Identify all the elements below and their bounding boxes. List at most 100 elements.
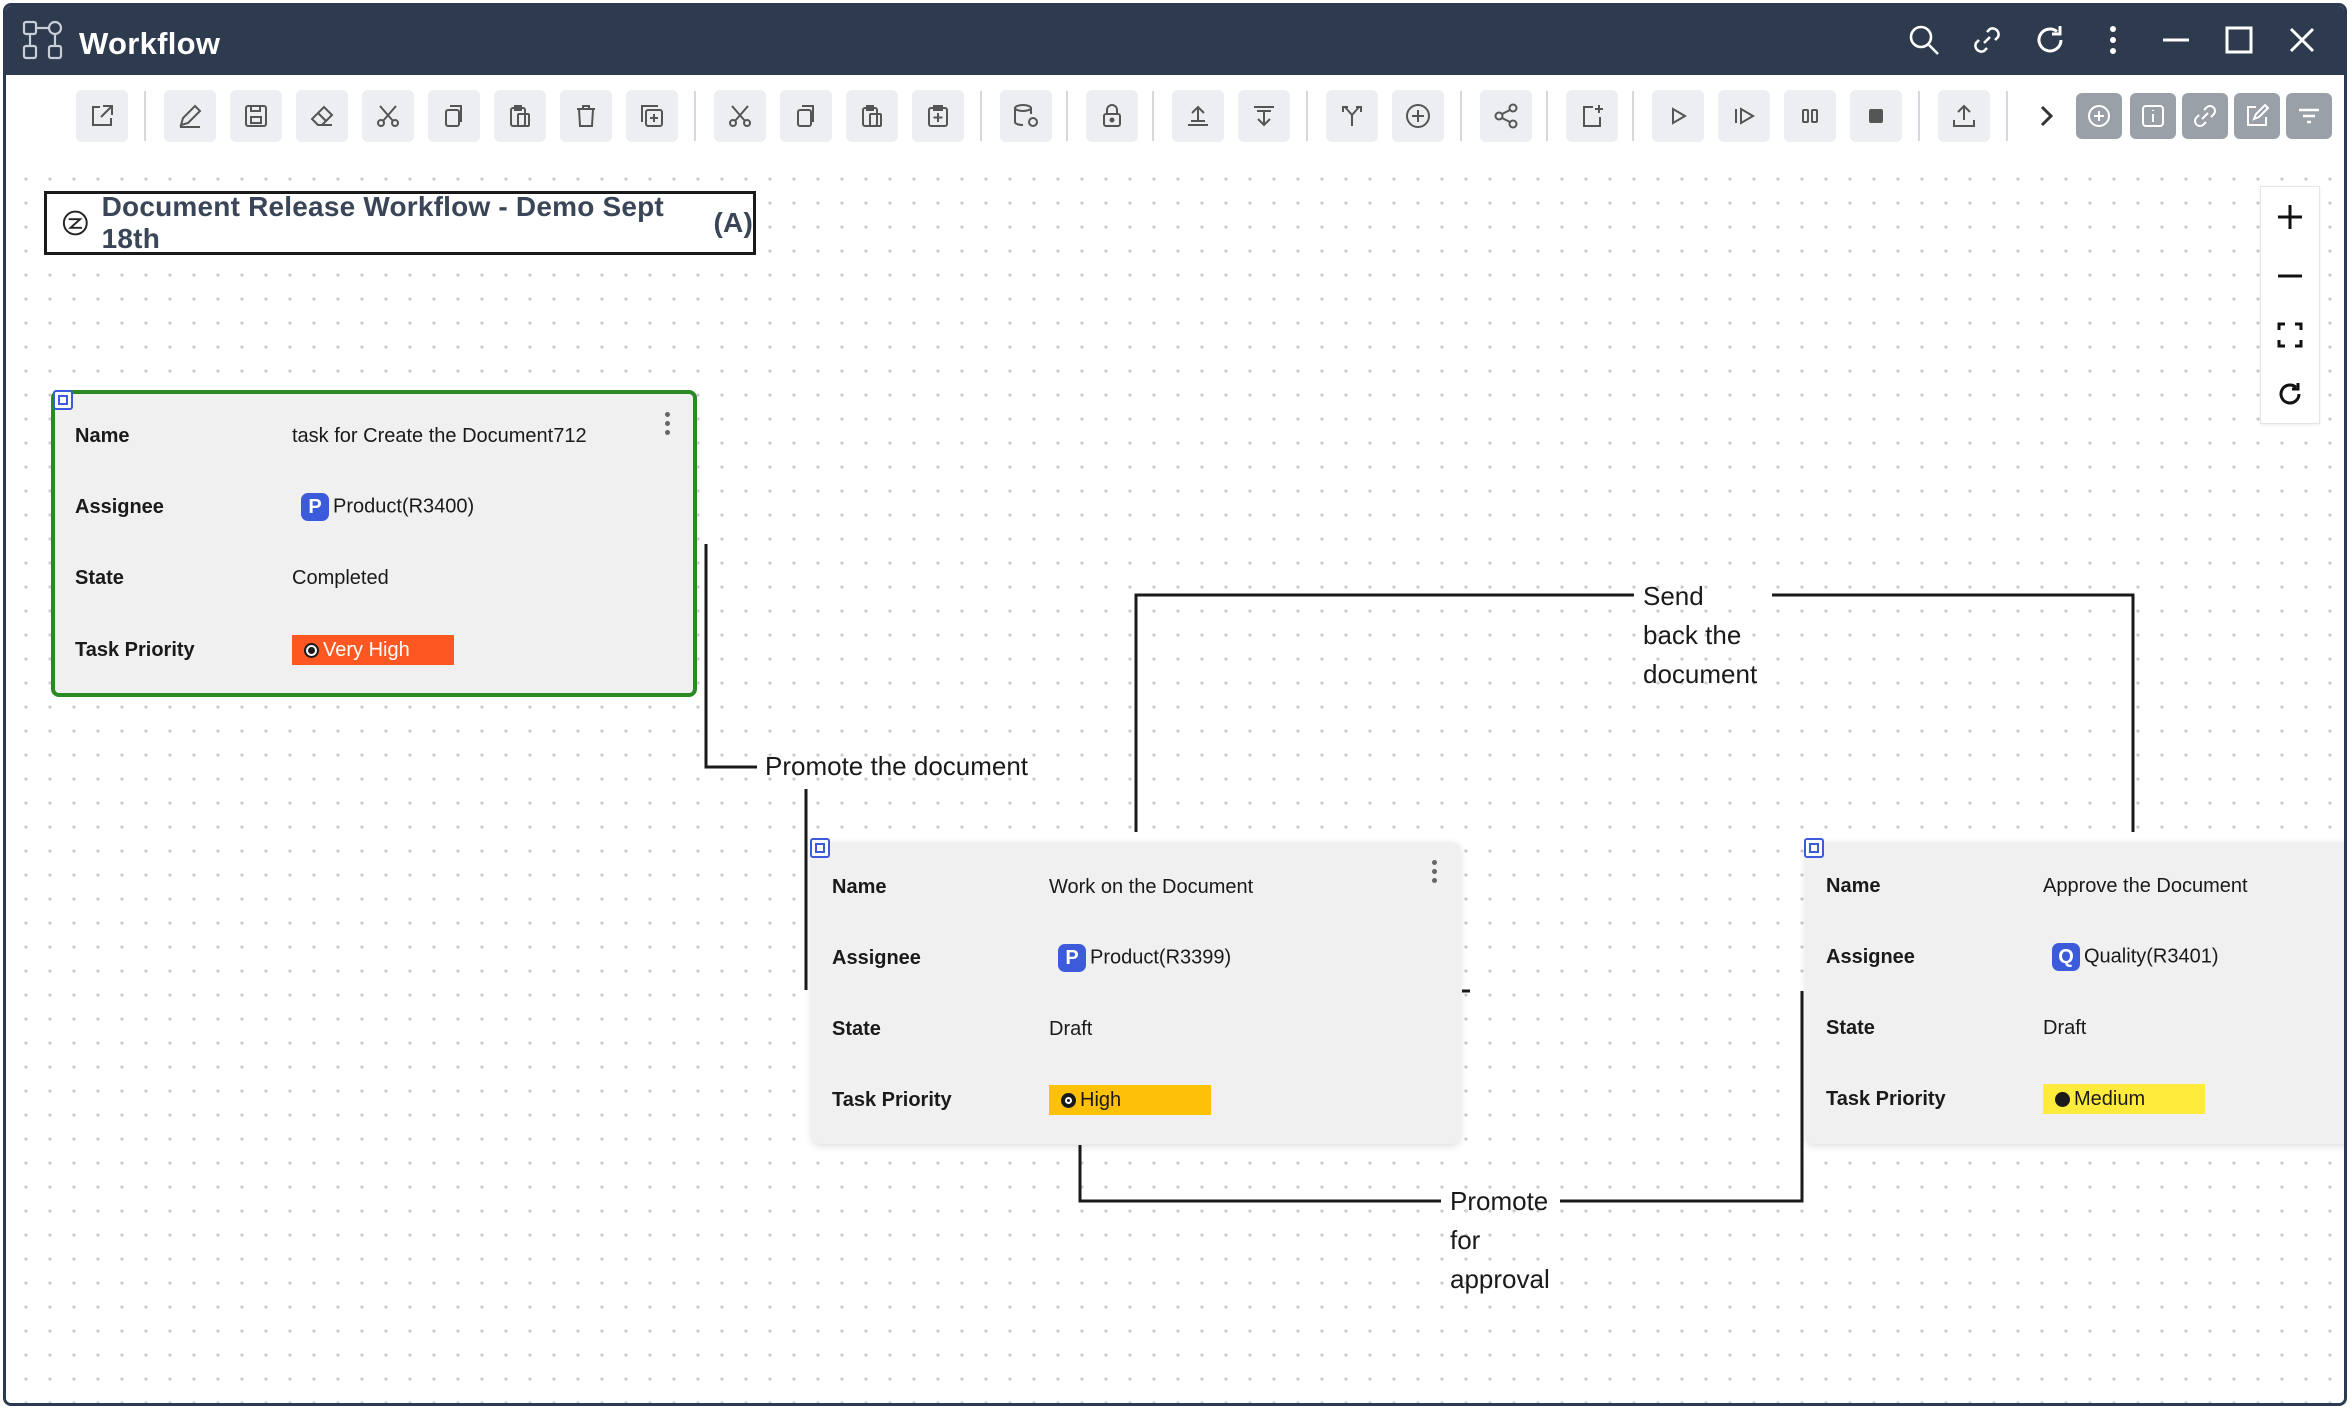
workflow-title: Document Release Workflow - Demo Sept 18… xyxy=(101,191,664,254)
priority-icon xyxy=(304,642,319,658)
node-state: Draft xyxy=(1049,1017,1093,1040)
toolbar xyxy=(6,75,2344,158)
node-checkbox[interactable] xyxy=(53,390,73,410)
assignee-name: Quality(R3401) xyxy=(2084,945,2219,968)
filter-icon[interactable] xyxy=(2286,93,2332,139)
cut-icon[interactable] xyxy=(362,90,414,142)
maximize-icon[interactable] xyxy=(2217,18,2261,62)
minimize-icon[interactable] xyxy=(2154,18,2198,62)
field-label: Assignee xyxy=(75,495,164,518)
close-icon[interactable] xyxy=(2280,18,2324,62)
save-icon[interactable] xyxy=(230,90,282,142)
branch-icon[interactable] xyxy=(1326,90,1378,142)
clipboard-add-icon[interactable] xyxy=(912,90,964,142)
workflow-logo-icon xyxy=(62,210,88,236)
copy-node-icon[interactable] xyxy=(780,90,832,142)
priority-badge: Medium xyxy=(2043,1084,2205,1114)
chevron-right-icon[interactable] xyxy=(2020,90,2072,142)
add-circle-icon[interactable] xyxy=(1392,90,1444,142)
priority-icon xyxy=(1061,1092,1076,1108)
edge-promote-approval xyxy=(1078,991,1804,1203)
edge-send-back xyxy=(1134,593,2135,832)
export-edit-icon[interactable] xyxy=(2234,93,2280,139)
title-bar: Workflow xyxy=(6,6,2344,75)
info-icon[interactable] xyxy=(2130,93,2176,139)
bookmark-add-icon[interactable] xyxy=(1566,90,1618,142)
workflow-canvas[interactable]: Document Release Workflow - Demo Sept 18… xyxy=(6,157,2344,1403)
node-checkbox[interactable] xyxy=(1804,838,1824,858)
workflow-title-box: Document Release Workflow - Demo Sept 18… xyxy=(44,191,756,255)
more-vertical-icon[interactable] xyxy=(1432,860,1438,887)
assignee-name: Product(R3399) xyxy=(1090,946,1232,969)
field-label: Task Priority xyxy=(75,638,195,661)
edge-promote-document xyxy=(704,544,757,769)
field-label: State xyxy=(75,566,124,589)
upload-icon[interactable] xyxy=(1938,90,1990,142)
paste-node-icon[interactable] xyxy=(846,90,898,142)
link-icon[interactable] xyxy=(1965,18,2009,62)
edit-icon[interactable] xyxy=(164,90,216,142)
node-name: task for Create the Document712 xyxy=(292,424,587,447)
paste-icon[interactable] xyxy=(494,90,546,142)
step-icon[interactable] xyxy=(1718,90,1770,142)
field-label: Task Priority xyxy=(832,1088,952,1111)
workflow-revision: (A) xyxy=(713,207,753,238)
workflow-window: Workflow xyxy=(3,3,2347,1406)
share-icon[interactable] xyxy=(1480,90,1532,142)
avatar: Q xyxy=(2052,943,2080,971)
workflow-app-icon xyxy=(22,20,63,60)
priority-badge: High xyxy=(1049,1085,1211,1115)
copy-icon[interactable] xyxy=(428,90,480,142)
zoom-out-icon[interactable] xyxy=(2261,246,2319,305)
app-title: Workflow xyxy=(79,26,221,61)
field-label: Assignee xyxy=(1826,945,1915,968)
field-label: State xyxy=(1826,1016,1875,1039)
priority-icon xyxy=(2055,1091,2070,1107)
search-icon[interactable] xyxy=(1902,18,1946,62)
node-state: Draft xyxy=(2043,1016,2087,1039)
field-label: Name xyxy=(832,875,887,898)
reset-view-icon[interactable] xyxy=(2261,364,2319,423)
link-disabled-icon[interactable] xyxy=(2182,93,2228,139)
duplicate-icon[interactable] xyxy=(626,90,678,142)
promote-icon[interactable] xyxy=(1172,90,1224,142)
node-checkbox[interactable] xyxy=(810,838,830,858)
database-settings-icon[interactable] xyxy=(1000,90,1052,142)
refresh-icon[interactable] xyxy=(2028,18,2072,62)
fit-screen-icon[interactable] xyxy=(2261,305,2319,364)
field-label: Name xyxy=(1826,874,1881,897)
avatar: P xyxy=(1058,944,1086,972)
assignee-name: Product(R3400) xyxy=(333,495,475,518)
more-vertical-icon[interactable] xyxy=(2091,18,2135,62)
connectors xyxy=(704,544,2135,1203)
zoom-in-icon[interactable] xyxy=(2261,187,2319,246)
lock-icon[interactable] xyxy=(1086,90,1138,142)
stop-icon[interactable] xyxy=(1850,90,1902,142)
add-disabled-icon[interactable] xyxy=(2076,93,2122,139)
cut-node-icon[interactable] xyxy=(714,90,766,142)
node-name: Work on the Document xyxy=(1049,875,1254,898)
pause-icon[interactable] xyxy=(1784,90,1836,142)
field-label: Task Priority xyxy=(1826,1087,1946,1110)
demote-icon[interactable] xyxy=(1238,90,1290,142)
open-external-icon[interactable] xyxy=(76,90,128,142)
delete-icon[interactable] xyxy=(560,90,612,142)
field-label: State xyxy=(832,1017,881,1040)
more-vertical-icon[interactable] xyxy=(665,412,671,439)
avatar: P xyxy=(301,493,329,521)
priority-badge: Very High xyxy=(292,635,454,665)
edge-label-promote-document[interactable]: Promote the document xyxy=(765,751,1029,781)
node-name: Approve the Document xyxy=(2043,874,2248,897)
eraser-icon[interactable] xyxy=(296,90,348,142)
play-icon[interactable] xyxy=(1652,90,1704,142)
zoom-controls xyxy=(2260,186,2320,424)
field-label: Assignee xyxy=(832,946,921,969)
